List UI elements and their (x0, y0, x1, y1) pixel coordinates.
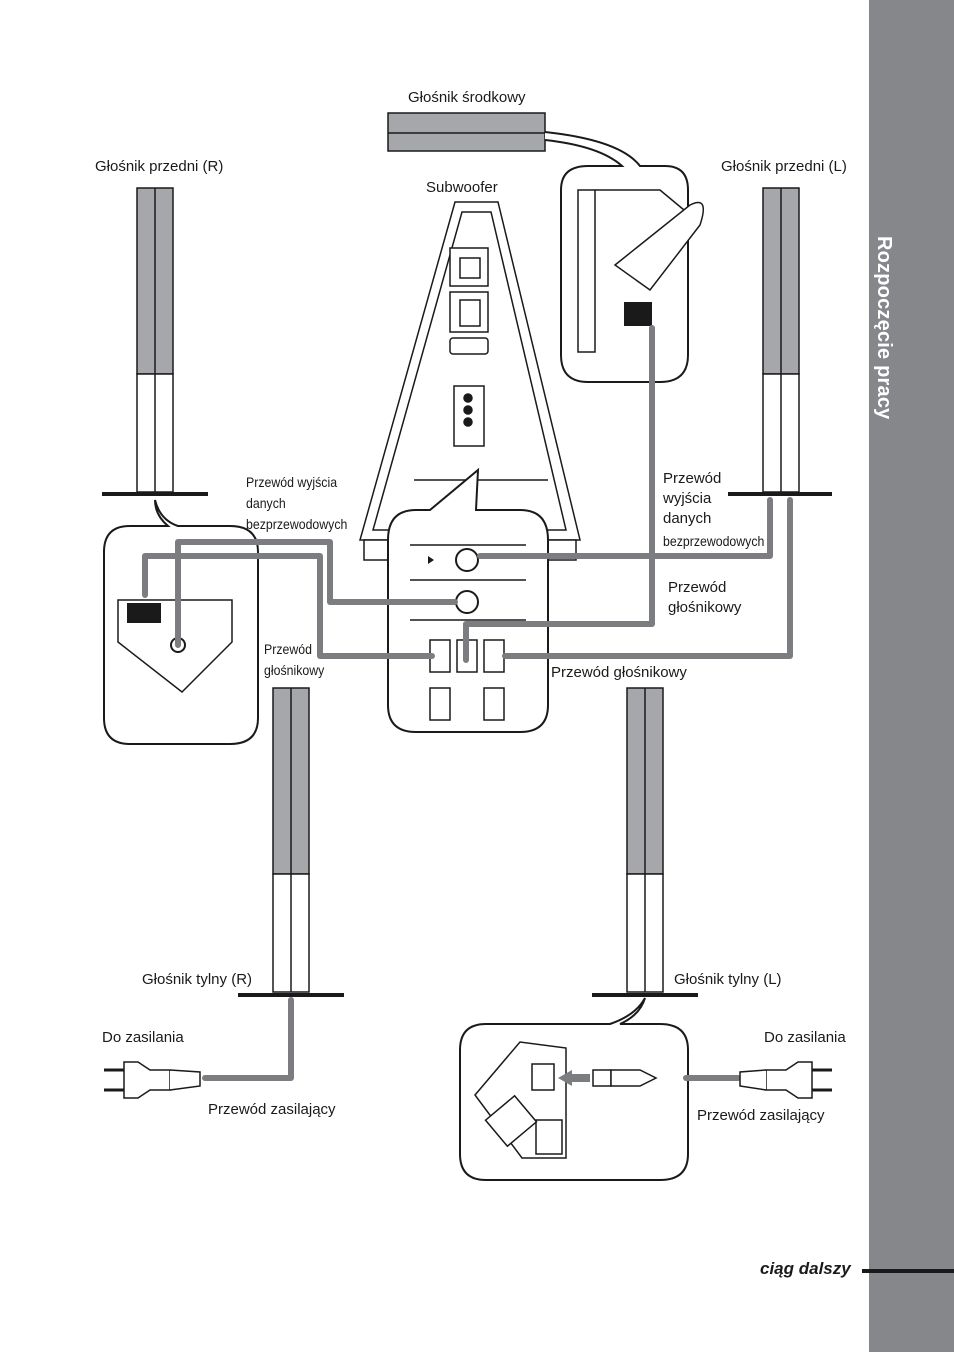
rear-left-speaker-zoom (459, 997, 689, 1181)
label-power-cord-left: Przewód zasilający (208, 1101, 336, 1118)
continued-label: ciąg dalszy (760, 1259, 851, 1278)
label-wireless-cable-right-2: bezprzewodowych (663, 533, 765, 549)
rear-right-speaker (238, 687, 344, 997)
side-tab-title: Rozpoczęcie pracy (869, 236, 905, 496)
rear-left-speaker (592, 687, 698, 997)
side-tab-title-text: Rozpoczęcie pracy (873, 236, 895, 420)
label-wireless-cable-left: Przewód wyjścia danych bezprzewodowych (246, 474, 348, 532)
label-speaker-cable-left: Przewód głośnikowy (264, 641, 325, 678)
label-speaker-cable-right: Przewód głośnikowy (668, 579, 742, 616)
label-subwoofer: Subwoofer (426, 179, 498, 196)
label-center-speaker: Głośnik środkowy (408, 89, 526, 106)
center-speaker (387, 112, 546, 152)
front-left-speaker (728, 187, 832, 496)
label-front-left: Głośnik przedni (L) (721, 158, 847, 175)
label-power-right: Do zasilania (764, 1029, 846, 1046)
label-speaker-cable-bottom: Przewód głośnikowy (551, 664, 687, 681)
continued-line (862, 1269, 954, 1273)
cables (142, 325, 793, 1081)
label-power-left: Do zasilania (102, 1029, 184, 1046)
label-front-right: Głośnik przedni (R) (95, 158, 224, 175)
front-right-speaker (102, 187, 208, 496)
subwoofer-connector-zoom (387, 467, 549, 733)
center-speaker-connector-zoom (544, 131, 705, 383)
power-plug-left (104, 1061, 201, 1099)
label-power-cord-right: Przewód zasilający (697, 1107, 825, 1124)
label-rear-left: Głośnik tylny (L) (674, 971, 782, 988)
side-tab (869, 0, 954, 1352)
label-wireless-cable-right: Przewód wyjścia danych (663, 470, 722, 527)
power-plug-right (739, 1061, 832, 1099)
label-rear-right: Głośnik tylny (R) (142, 971, 253, 988)
